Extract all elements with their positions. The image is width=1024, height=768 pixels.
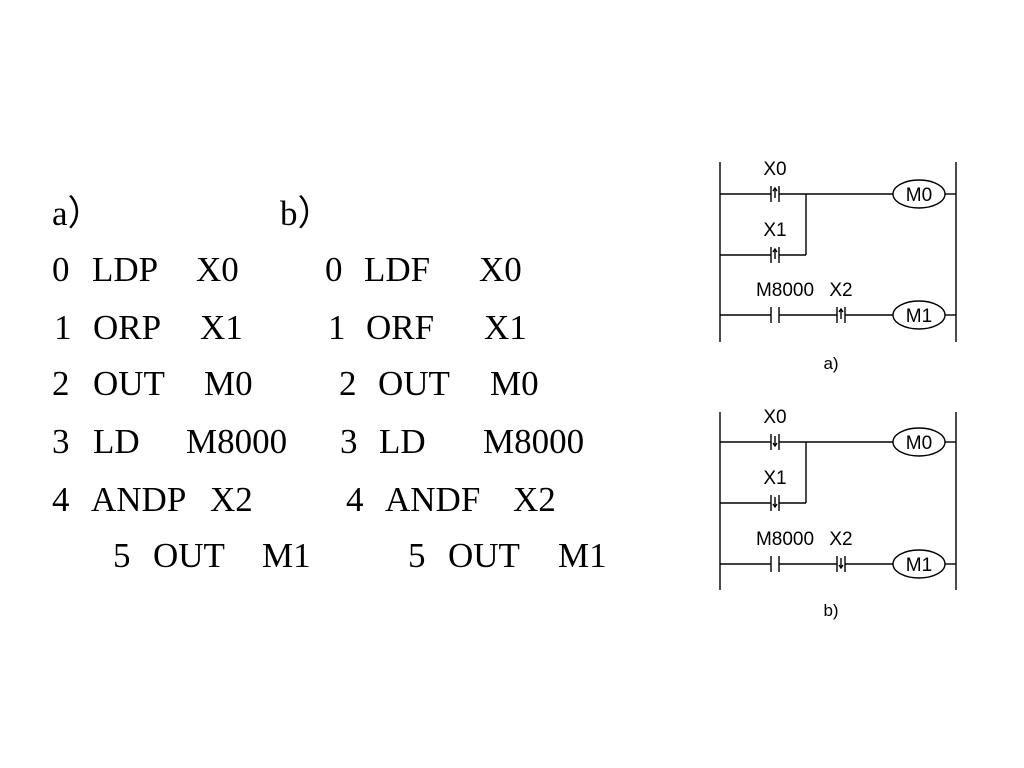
coil-label: M1 — [906, 555, 932, 576]
falling-edge-contact-x2 — [836, 556, 846, 572]
arg-b: M1 — [558, 536, 607, 575]
num-b: 0 — [325, 250, 343, 289]
coil-m0 — [892, 179, 946, 209]
op-a: ANDP — [91, 480, 187, 519]
contact-label: M8000 — [756, 529, 814, 550]
arg-a: X0 — [196, 250, 239, 289]
num-a: 3 — [52, 422, 70, 461]
arg-b: M0 — [490, 364, 539, 403]
coil-m0 — [892, 427, 946, 457]
coil-label: M0 — [906, 185, 932, 206]
arg-b: M8000 — [483, 422, 585, 461]
op-b: LD — [379, 422, 426, 461]
contact-label: X0 — [763, 159, 786, 180]
op-b: LDF — [364, 250, 431, 289]
num-a: 0 — [52, 250, 70, 289]
arg-a: X2 — [210, 480, 253, 519]
coil-m1 — [892, 300, 946, 330]
falling-edge-contact-x0 — [770, 434, 780, 450]
num-b: 2 — [339, 364, 357, 403]
arg-b: X0 — [479, 250, 522, 289]
contact-m8000 — [770, 307, 780, 323]
coil-m1 — [892, 549, 946, 579]
ladder-caption: a) — [823, 354, 838, 373]
arg-b: X2 — [513, 480, 556, 519]
op-b: OUT — [448, 536, 520, 575]
op-b: OUT — [378, 364, 450, 403]
contact-label: X2 — [829, 529, 852, 550]
num-b: 3 — [340, 422, 358, 461]
contact-label: X1 — [763, 220, 786, 241]
num-b: 4 — [346, 480, 364, 519]
op-a: LDP — [92, 250, 159, 289]
coil-label: M1 — [906, 306, 932, 327]
op-a: ORP — [93, 308, 162, 347]
arg-a: M0 — [204, 364, 253, 403]
contact-label: X0 — [763, 407, 786, 428]
coil-label: M0 — [906, 433, 932, 454]
arg-a: X1 — [200, 308, 243, 347]
num-b: 5 — [408, 536, 426, 575]
op-b: ORF — [366, 308, 435, 347]
rising-edge-contact-x2 — [836, 307, 846, 323]
ladder-b-labels: X0 X1 M8000 X2 M0 M1 b) — [756, 407, 932, 620]
contact-m8000 — [770, 556, 780, 572]
op-b: ANDF — [385, 480, 481, 519]
ladder-a-labels: X0 X1 M8000 X2 M0 M1 a) — [756, 159, 932, 373]
op-a: OUT — [93, 364, 165, 403]
num-a: 2 — [52, 364, 70, 403]
contact-label: X1 — [763, 468, 786, 489]
op-a: LD — [93, 422, 140, 461]
arg-a: M1 — [262, 536, 311, 575]
falling-edge-contact-x1 — [770, 495, 780, 511]
ladder-diagram-b — [719, 412, 957, 590]
contact-label: M8000 — [756, 280, 814, 301]
num-a: 5 — [113, 536, 131, 575]
num-a: 4 — [52, 480, 70, 519]
header-b: b） — [280, 194, 333, 233]
op-a: OUT — [153, 536, 225, 575]
ladder-diagram-a — [719, 162, 957, 342]
arg-b: X1 — [484, 308, 527, 347]
contact-label: X2 — [829, 280, 852, 301]
ladder-caption: b) — [823, 601, 838, 620]
num-b: 1 — [328, 308, 346, 347]
num-a: 1 — [54, 308, 72, 347]
rising-edge-contact-x0 — [770, 186, 780, 202]
rising-edge-contact-x1 — [770, 247, 780, 263]
header-a: a） — [52, 194, 103, 233]
arg-a: M8000 — [186, 422, 288, 461]
